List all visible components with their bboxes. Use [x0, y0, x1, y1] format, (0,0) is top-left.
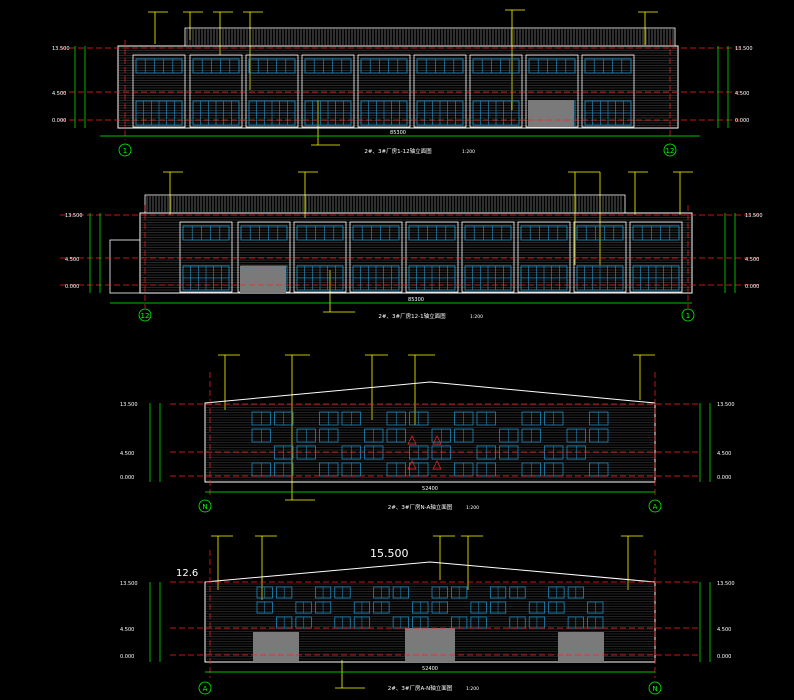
- elev-13500-l: 13.500: [120, 581, 138, 587]
- window-pane: [360, 58, 408, 74]
- window-pane: [189, 54, 243, 128]
- elev-13500-l: 13.500: [65, 213, 83, 219]
- elev-4500-l: 4.500: [120, 451, 134, 457]
- drawing-scale: 1:200: [462, 149, 475, 155]
- drawing-title: 2#、3#厂房12-1轴立面图: [378, 312, 446, 320]
- window-pane: [304, 58, 352, 74]
- elev-0000-r: 0.000: [745, 284, 759, 290]
- elev-4500-l: 4.500: [65, 257, 79, 263]
- elev-4500-r: 4.500: [735, 91, 749, 97]
- window-pane: [576, 225, 624, 241]
- window-pane: [192, 58, 240, 74]
- window-pane: [240, 225, 288, 241]
- elev-0000-l: 0.000: [120, 475, 134, 481]
- window-pane: [528, 58, 576, 74]
- axis-right: A: [653, 503, 658, 511]
- window-pane: [464, 225, 512, 241]
- window-grid: [251, 411, 609, 477]
- elev-13500-l: 13.500: [52, 46, 70, 52]
- elev-0000-r: 0.000: [717, 654, 731, 660]
- roller-door: [528, 100, 574, 127]
- roof-ribs: [186, 29, 674, 45]
- window-pane: [584, 58, 632, 74]
- roller-door: [405, 628, 455, 662]
- elev-4500-l: 4.500: [52, 91, 66, 97]
- window-pane: [573, 221, 627, 293]
- window-pane: [301, 54, 355, 128]
- elev-13500-r: 13.500: [745, 213, 763, 219]
- window-pane: [179, 221, 233, 293]
- axis-left: A: [203, 685, 208, 693]
- elev-4500-r: 4.500: [745, 257, 759, 263]
- window-pane: [517, 221, 571, 293]
- window-pane: [413, 54, 467, 128]
- window-pane: [352, 225, 400, 241]
- dim-total: 85300: [408, 297, 424, 303]
- roller-door: [253, 632, 299, 662]
- drawing-title: 2#、3#厂房1-12轴立面图: [364, 147, 432, 155]
- roller-door: [558, 632, 604, 662]
- elev-4500-r: 4.500: [717, 451, 731, 457]
- window-pane: [472, 58, 520, 74]
- elev-13500-l: 13.500: [120, 402, 138, 408]
- eave-elevation: 12.6: [176, 568, 198, 579]
- elev-13500-r: 13.500: [717, 402, 735, 408]
- axis-right: N: [652, 685, 657, 693]
- window-pane: [135, 58, 183, 74]
- elev-13500-r: 13.500: [717, 581, 735, 587]
- elev-0000-r: 0.000: [735, 118, 749, 124]
- dim-total: 85300: [390, 130, 406, 136]
- window-pane: [581, 54, 635, 128]
- window-pane: [408, 225, 456, 241]
- elevation-n-a: N A 52400 13.500 4.500 0.000 13.500 4.50…: [120, 354, 735, 513]
- window-pane: [182, 225, 230, 241]
- roller-door: [240, 266, 286, 293]
- elevation-a-n: A N 15.500 12.6 52400 13.500 4.500 0.000…: [120, 535, 735, 695]
- window-pane: [405, 221, 459, 293]
- window-pane: [245, 54, 299, 128]
- window-pane: [461, 221, 515, 293]
- axis-right: 1: [686, 312, 690, 320]
- elevation-12-1: 12 1 85300 13.500 4.500 0.000 13.500 4.5…: [60, 171, 763, 322]
- drawing-title: 2#、3#厂房A-N轴立面图: [388, 684, 453, 692]
- axis-right: 12: [666, 147, 675, 155]
- window-pane: [469, 54, 523, 128]
- dim-total: 52400: [422, 666, 438, 672]
- drawing-scale: 1:200: [466, 686, 479, 692]
- window-pane: [349, 221, 403, 293]
- window-pane: [520, 225, 568, 241]
- window-pane: [357, 54, 411, 128]
- window-pane: [248, 58, 296, 74]
- window-grid: [256, 586, 604, 629]
- axis-left: 1: [123, 147, 127, 155]
- window-pane: [132, 54, 186, 128]
- window-pane: [296, 225, 344, 241]
- window-pane: [416, 58, 464, 74]
- elev-0000-l: 0.000: [52, 118, 66, 124]
- axis-left: 12: [141, 312, 150, 320]
- window-bays: [132, 54, 635, 128]
- dim-total: 52400: [422, 486, 438, 492]
- elevation-1-12: 1 12 85300 13.500 4.500 0.000 13.500 4.5…: [52, 9, 753, 157]
- window-pane: [629, 221, 683, 293]
- axis-left: N: [202, 503, 207, 511]
- window-pane: [632, 225, 680, 241]
- drawing-scale: 1:200: [466, 505, 479, 511]
- elev-4500-r: 4.500: [717, 627, 731, 633]
- elev-0000-r: 0.000: [717, 475, 731, 481]
- elev-4500-l: 4.500: [120, 627, 134, 633]
- peak-elevation: 15.500: [370, 547, 409, 560]
- drawing-title: 2#、3#厂房N-A轴立面图: [388, 503, 453, 511]
- elev-13500-r: 13.500: [735, 46, 753, 52]
- elev-0000-l: 0.000: [65, 284, 79, 290]
- drawing-scale: 1:200: [470, 314, 483, 320]
- window-pane: [293, 221, 347, 293]
- elev-0000-l: 0.000: [120, 654, 134, 660]
